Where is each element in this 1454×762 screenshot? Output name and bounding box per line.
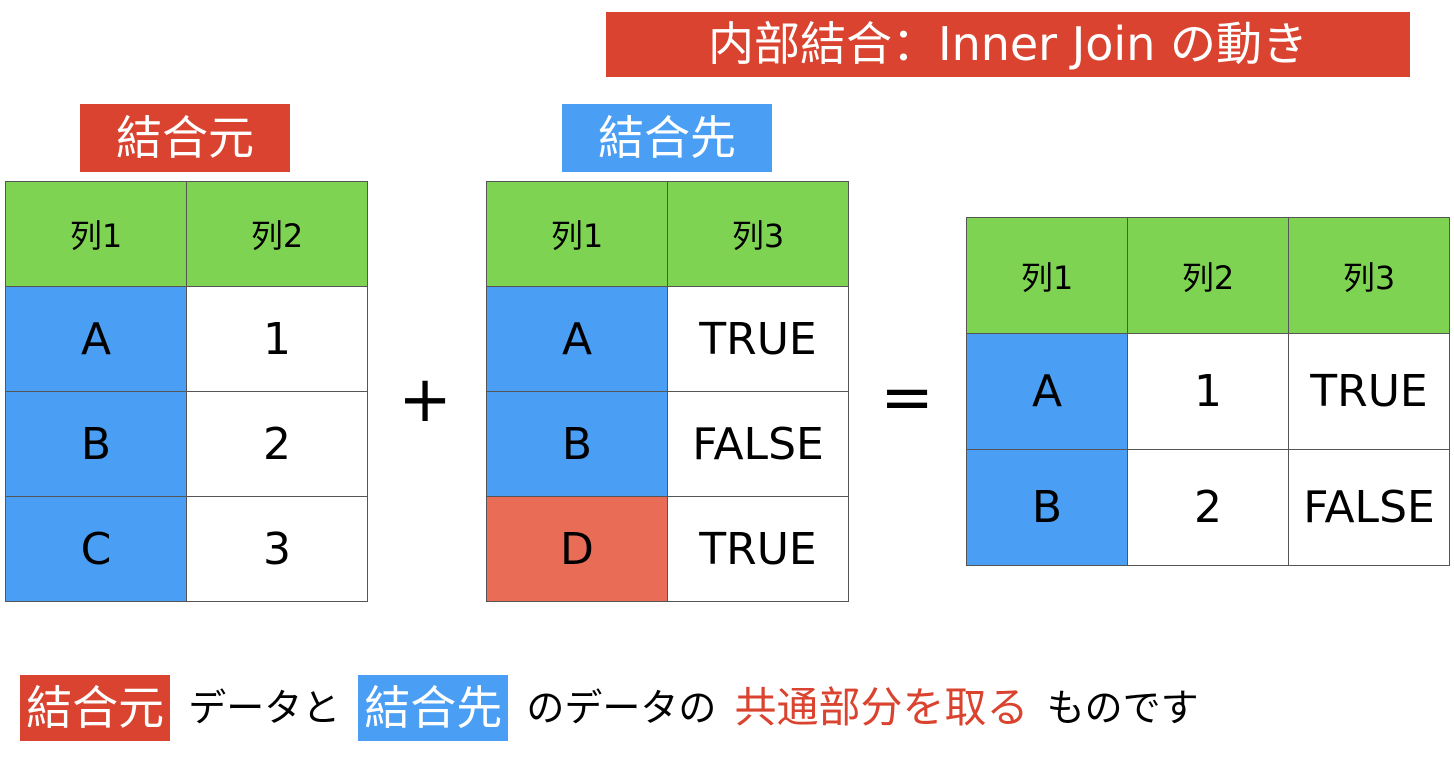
table-row: A 1 <box>5 286 368 392</box>
result-table: 列1 列2 列3 A 1 TRUE B 2 FALSE <box>966 217 1450 566</box>
value-cell: FALSE <box>1288 449 1450 566</box>
source-table: 列1 列2 A 1 B 2 C 3 <box>5 181 368 602</box>
key-cell: B <box>486 391 668 497</box>
table-header-row: 列1 列2 列3 <box>966 217 1450 334</box>
value-cell: 3 <box>186 496 368 602</box>
column-header: 列1 <box>966 217 1128 334</box>
caption-source-badge: 結合元 <box>20 674 171 741</box>
caption-text: データと <box>188 685 341 730</box>
value-cell: 1 <box>1127 333 1289 450</box>
table-row: B FALSE <box>486 391 849 497</box>
value-cell: FALSE <box>667 391 849 497</box>
source-table-label: 結合元 <box>80 104 290 172</box>
value-cell: TRUE <box>667 496 849 602</box>
caption-highlight: 共通部分を取る <box>734 682 1029 732</box>
key-cell: B <box>5 391 187 497</box>
value-cell: TRUE <box>1288 333 1450 450</box>
key-cell: A <box>486 286 668 392</box>
value-cell: TRUE <box>667 286 849 392</box>
column-header: 列2 <box>1127 217 1289 334</box>
value-cell: 1 <box>186 286 368 392</box>
equals-operator: = <box>880 361 934 435</box>
key-cell: C <box>5 496 187 602</box>
column-header: 列3 <box>667 181 849 287</box>
key-cell: A <box>5 286 187 392</box>
page-title: 内部結合：Inner Join の動き <box>606 12 1410 77</box>
column-header: 列1 <box>5 181 187 287</box>
target-table-label: 結合先 <box>562 104 772 172</box>
key-cell: A <box>966 333 1128 450</box>
key-cell: B <box>966 449 1128 566</box>
caption: 結合元 データと 結合先 のデータの 共通部分を取る ものです <box>0 670 1454 741</box>
table-row: D TRUE <box>486 496 849 602</box>
column-header: 列2 <box>186 181 368 287</box>
target-table: 列1 列3 A TRUE B FALSE D TRUE <box>486 181 849 602</box>
table-row: A TRUE <box>486 286 849 392</box>
plus-operator: + <box>398 363 452 437</box>
column-header: 列3 <box>1288 217 1450 334</box>
caption-text: のデータの <box>526 685 717 730</box>
table-header-row: 列1 列3 <box>486 181 849 287</box>
caption-target-badge: 結合先 <box>358 674 509 741</box>
table-row: C 3 <box>5 496 368 602</box>
column-header: 列1 <box>486 181 668 287</box>
unmatched-key-cell: D <box>486 496 668 602</box>
table-row: B 2 <box>5 391 368 497</box>
table-header-row: 列1 列2 <box>5 181 368 287</box>
table-row: B 2 FALSE <box>966 449 1450 566</box>
table-row: A 1 TRUE <box>966 333 1450 450</box>
caption-text: ものです <box>1046 685 1199 730</box>
value-cell: 2 <box>1127 449 1289 566</box>
value-cell: 2 <box>186 391 368 497</box>
